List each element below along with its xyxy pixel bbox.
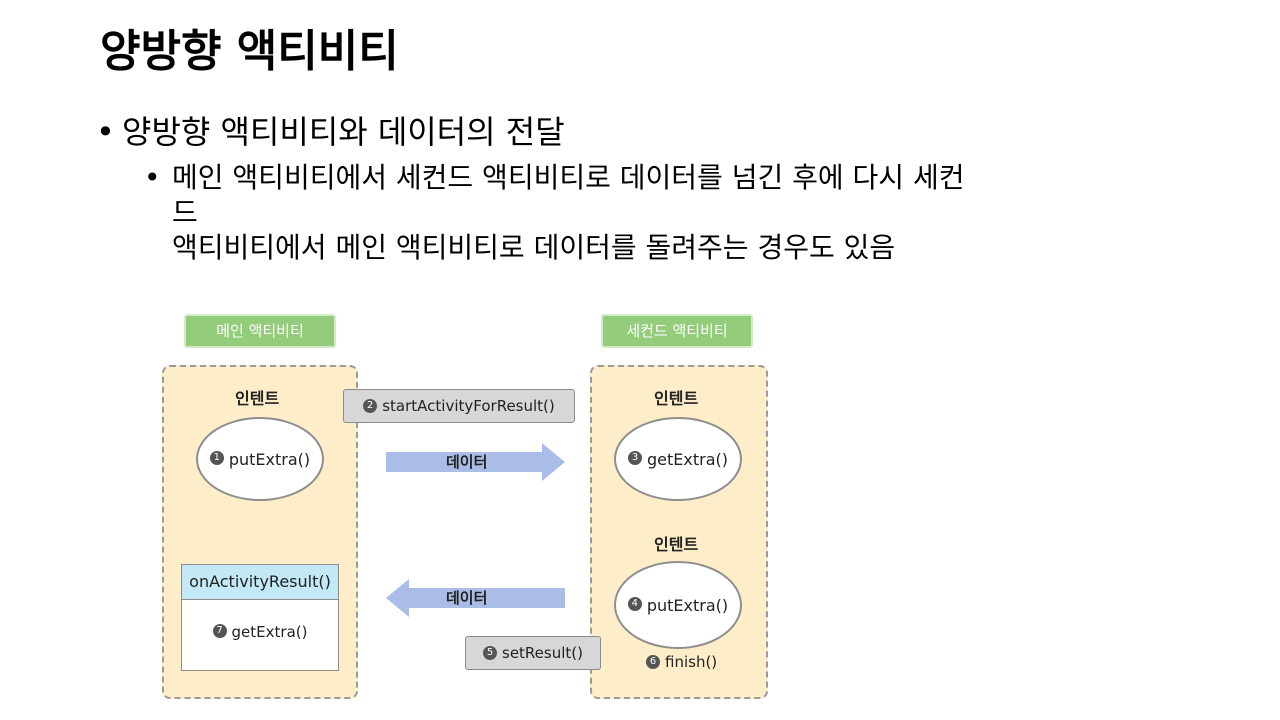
finish-call: 6 finish(): [646, 653, 717, 671]
bullet-level1: •양방향 액티비티와 데이터의 전달: [96, 110, 565, 154]
bullet-dot: •: [96, 113, 115, 151]
step-4-text: putExtra(): [646, 595, 729, 615]
data-arrow-right-label: 데이터: [446, 453, 488, 471]
bullet-level2-line-1: 메인 액티비티에서 세컨드 액티비티로 데이터를 넘긴 후에 다시 세컨: [172, 161, 965, 194]
step-2-badge: 2: [363, 398, 378, 413]
data-arrow-left: [386, 579, 565, 617]
step-3-text: getExtra(): [647, 449, 728, 469]
putextra-ellipse-second: 4 putExtra(): [614, 561, 742, 649]
data-arrow-left-label: 데이터: [446, 589, 488, 607]
step-6-text: finish(): [665, 653, 718, 671]
bullet-level2-line-3: 액티비티에서 메인 액티비티로 데이터를 돌려주는 경우도 있음: [172, 231, 896, 264]
second-activity-tag: 세컨드 액티비티: [601, 314, 753, 348]
main-activity-tag: 메인 액티비티: [184, 314, 336, 348]
intent-label-second-bottom: 인텐트: [654, 535, 699, 554]
bullet-dot: •: [144, 161, 161, 194]
step-7-badge: 7: [212, 624, 227, 638]
start-activity-for-result-call: 2 startActivityForResult(): [343, 389, 575, 423]
intent-label-second-top: 인텐트: [654, 389, 699, 408]
on-activity-result-title: onActivityResult(): [182, 565, 338, 600]
intent-label-main: 인텐트: [235, 389, 280, 408]
step-1-text: putExtra(): [228, 449, 311, 469]
bullet-level2-line-2: 드: [172, 196, 198, 229]
step-5-text: setResult(): [502, 644, 583, 662]
getextra-ellipse-second: 3 getExtra(): [614, 417, 742, 501]
bullet-level1-text: 양방향 액티비티와 데이터의 전달: [122, 113, 565, 151]
on-activity-result-box: onActivityResult() 7 getExtra(): [181, 564, 339, 671]
step-5-badge: 5: [483, 645, 497, 660]
step-3-badge: 3: [628, 451, 642, 465]
step-4-badge: 4: [627, 597, 642, 611]
page-title: 양방향 액티비티: [100, 26, 399, 77]
step-7-text: getExtra(): [231, 623, 308, 641]
data-arrow-right: [386, 443, 565, 481]
activity-flow-diagram: 메인 액티비티 세컨드 액티비티 인텐트 1 putExtra() onActiv…: [150, 305, 780, 710]
putextra-ellipse-main: 1 putExtra(): [196, 417, 324, 501]
step-1-badge: 1: [209, 451, 224, 465]
step-6-badge: 6: [646, 654, 660, 669]
step-2-text: startActivityForResult(): [382, 397, 555, 415]
set-result-call: 5 setResult(): [465, 636, 601, 670]
